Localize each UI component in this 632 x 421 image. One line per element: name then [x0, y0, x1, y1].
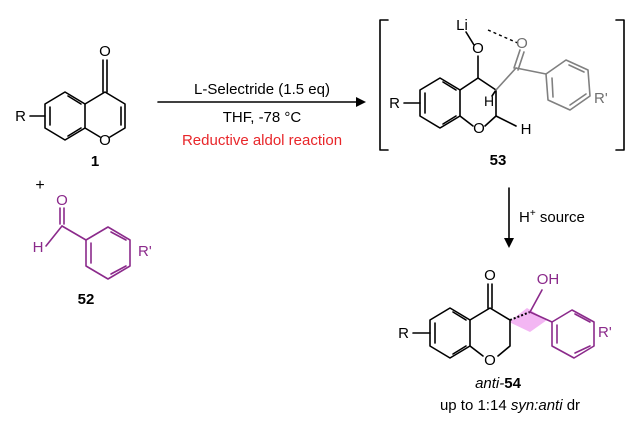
- reaction-name-label: Reductive aldol reaction: [182, 132, 342, 149]
- intermediate-53-r-label: R: [389, 95, 400, 112]
- intermediate-53-aldehyde-o: O: [516, 35, 528, 52]
- intermediate-53-li: Li: [456, 17, 468, 34]
- conditions-label: THF, -78 °C: [223, 109, 302, 126]
- product-oh-label: OH: [537, 271, 560, 288]
- new-bond-highlight: [509, 308, 547, 332]
- product-carbonyl-o: O: [484, 267, 496, 284]
- compound-1-structure: [29, 59, 126, 141]
- intermediate-53-label: 53: [490, 152, 507, 169]
- reaction-arrow-1: [157, 97, 366, 107]
- compound-52-label: 52: [78, 291, 95, 308]
- compound-1-r-label: R: [15, 108, 26, 125]
- product-r-label: R: [398, 325, 409, 342]
- step2-label: H+ source: [519, 208, 585, 226]
- product-r-prime: R': [598, 324, 612, 341]
- compound-52-structure: [45, 207, 131, 280]
- reaction-arrow-2: [504, 187, 514, 248]
- intermediate-53-structure: [403, 29, 591, 129]
- intermediate-53-h-ring: H: [521, 121, 532, 138]
- compound-1-label: 1: [91, 153, 99, 170]
- compound-52-aldehyde-o: O: [56, 192, 68, 209]
- intermediate-53-ring-o: O: [473, 120, 485, 137]
- intermediate-53-h-axial: H: [484, 93, 494, 109]
- compound-52-r-prime: R': [138, 243, 152, 260]
- product-54-structure: [412, 283, 595, 359]
- intermediate-53-brackets: [379, 19, 625, 151]
- intermediate-53-enolate-o: O: [472, 40, 484, 57]
- compound-1-ring-o: O: [99, 132, 111, 149]
- intermediate-53-r-prime: R': [594, 90, 608, 107]
- dr-label: up to 1:14 syn:anti dr: [440, 397, 580, 414]
- product-label: anti-54: [475, 375, 522, 392]
- product-ring-o: O: [484, 352, 496, 369]
- compound-1-carbonyl-o: O: [99, 43, 111, 60]
- plus-sign: +: [35, 177, 44, 194]
- reagent-label: L-Selectride (1.5 eq): [194, 81, 330, 98]
- compound-52-aldehyde-h: H: [33, 239, 44, 256]
